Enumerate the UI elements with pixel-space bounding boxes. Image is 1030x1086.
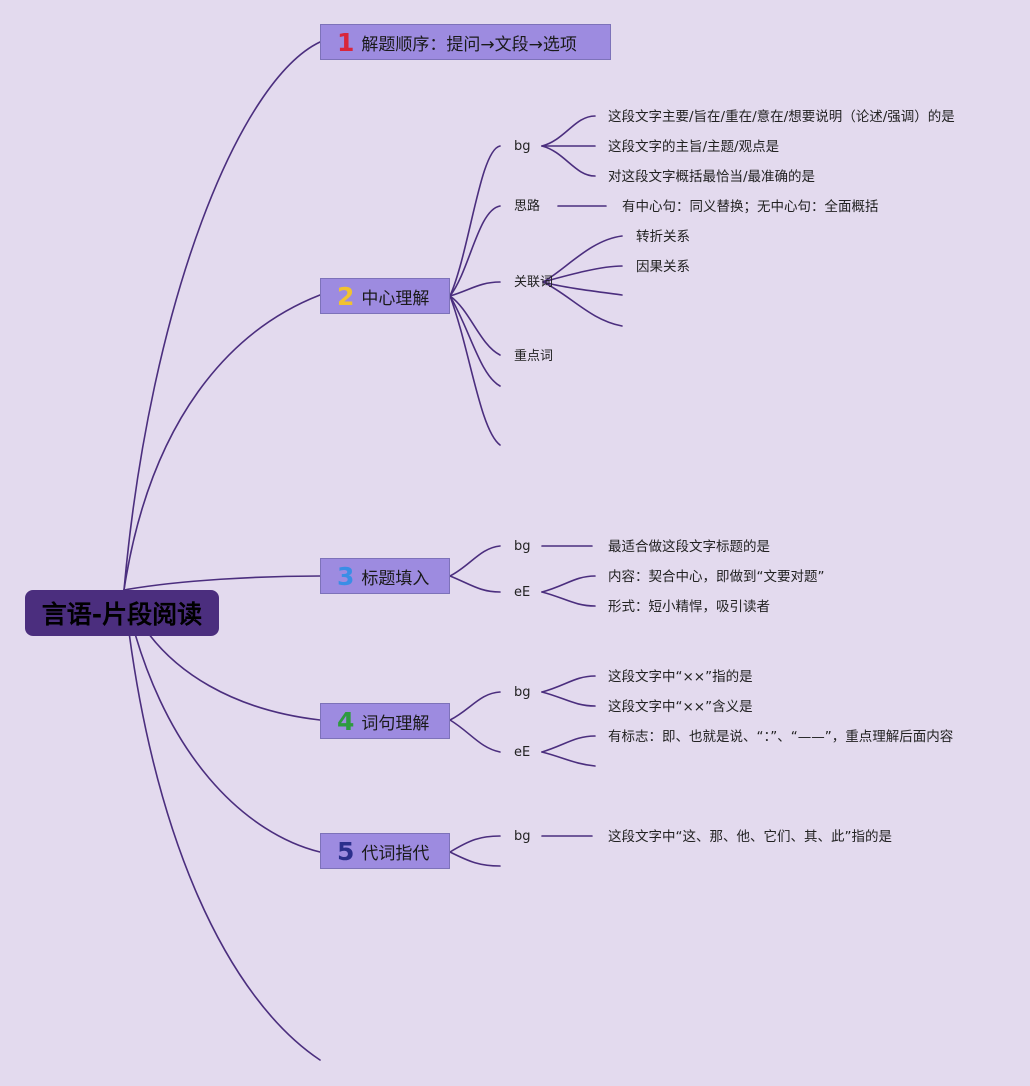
b2-sub-zhongdian[interactable]: 重点词 [514, 349, 554, 364]
branch-number-2: 2 [337, 281, 355, 311]
connector-b3-bg [449, 545, 501, 577]
branch-node-5[interactable]: 5 代词指代 [320, 833, 450, 869]
connector-root-b5 [123, 589, 321, 853]
b4-sub-ee[interactable]: eE [514, 745, 531, 760]
connector-gl-4 [542, 281, 623, 327]
b4-bg-leaf-2[interactable]: 这段文字中“××”含义是 [608, 699, 753, 715]
connector-root-empty [123, 589, 321, 1061]
b2-guanlian-leaf-2[interactable]: 因果关系 [636, 259, 690, 275]
connector-b4bg-1 [541, 675, 596, 693]
connector-root-b2 [123, 294, 321, 591]
connector-b2-silu [449, 205, 501, 297]
branch-label-4: 词句理解 [361, 713, 430, 734]
connector-root-b1 [123, 41, 321, 591]
b2-bg-leaf-1[interactable]: 这段文字主要/旨在/重在/意在/想要说明（论述/强调）的是 [608, 109, 955, 125]
branch-number-3: 3 [337, 561, 355, 591]
connector-b4-ee [449, 719, 501, 753]
branch-node-1[interactable]: 1 解题顺序：提问→文段→选项 [320, 24, 611, 60]
connector-gl-2 [542, 265, 623, 283]
connector-b2bg-3 [541, 145, 596, 177]
b2-silu-leaf[interactable]: 有中心句：同义替换；无中心句：全面概括 [622, 199, 879, 215]
connector-b3-ee [449, 575, 501, 593]
connector-b2bg-1 [541, 115, 596, 147]
connector-b4ee-2 [541, 751, 596, 767]
connector-b4bg-2 [541, 691, 596, 707]
branch-node-4[interactable]: 4 词句理解 [320, 703, 450, 739]
root-node[interactable]: 言语-片段阅读 [25, 590, 219, 636]
b5-bg-leaf[interactable]: 这段文字中“这、那、他、它们、其、此”指的是 [608, 829, 892, 845]
connector-b2-bg [449, 145, 501, 297]
branch-label-2: 中心理解 [361, 288, 430, 309]
connector-b3ee-1 [541, 575, 596, 593]
b4-bg-leaf-1[interactable]: 这段文字中“××”指的是 [608, 669, 753, 685]
connector-gl-3 [542, 281, 623, 296]
connector-root-b3 [123, 575, 321, 591]
b2-sub-guanlian[interactable]: 关联词 [514, 275, 554, 290]
b3-sub-bg[interactable]: bg [514, 539, 531, 554]
b2-guanlian-leaf-1[interactable]: 转折关系 [636, 229, 690, 245]
b2-sub-bg[interactable]: bg [514, 139, 531, 154]
b2-bg-leaf-3[interactable]: 对这段文字概括最恰当/最准确的是 [608, 169, 816, 185]
b4-ee-leaf-1[interactable]: 有标志：即、也就是说、“：”、“——”，重点理解后面内容 [608, 729, 954, 745]
b3-ee-leaf-2[interactable]: 形式：短小精悍，吸引读者 [608, 599, 770, 615]
connector-b3ee-2 [541, 591, 596, 607]
branch-number-4: 4 [337, 706, 355, 736]
root-label: 言语-片段阅读 [41, 600, 203, 629]
branch-label-5: 代词指代 [361, 843, 430, 864]
branch-number-5: 5 [337, 836, 355, 866]
connector-b2-guanlian [449, 281, 501, 297]
branch-number-1: 1 [337, 27, 355, 57]
connector-b5-empty [449, 851, 501, 867]
b3-sub-ee[interactable]: eE [514, 585, 531, 600]
branch-node-2[interactable]: 2 中心理解 [320, 278, 450, 314]
b2-bg-leaf-2[interactable]: 这段文字的主旨/主题/观点是 [608, 139, 780, 155]
b3-bg-leaf[interactable]: 最适合做这段文字标题的是 [608, 539, 770, 555]
branch-node-3[interactable]: 3 标题填入 [320, 558, 450, 594]
connector-b2-empty3 [449, 295, 501, 446]
connector-b2-empty2 [449, 295, 501, 387]
b3-ee-leaf-1[interactable]: 内容：契合中心，即做到“文要对题” [608, 569, 825, 585]
branch-label-3: 标题填入 [361, 568, 430, 589]
connector-b5-bg [449, 835, 501, 853]
b4-sub-bg[interactable]: bg [514, 685, 531, 700]
connector-b4ee-1 [541, 735, 596, 753]
branch-label-1: 解题顺序：提问→文段→选项 [361, 34, 577, 55]
connector-b2-empty1 [449, 295, 501, 356]
b5-sub-bg[interactable]: bg [514, 829, 531, 844]
connector-b4-bg [449, 691, 501, 721]
b2-sub-silu[interactable]: 思路 [514, 199, 541, 214]
connector-gl-1 [542, 235, 623, 283]
